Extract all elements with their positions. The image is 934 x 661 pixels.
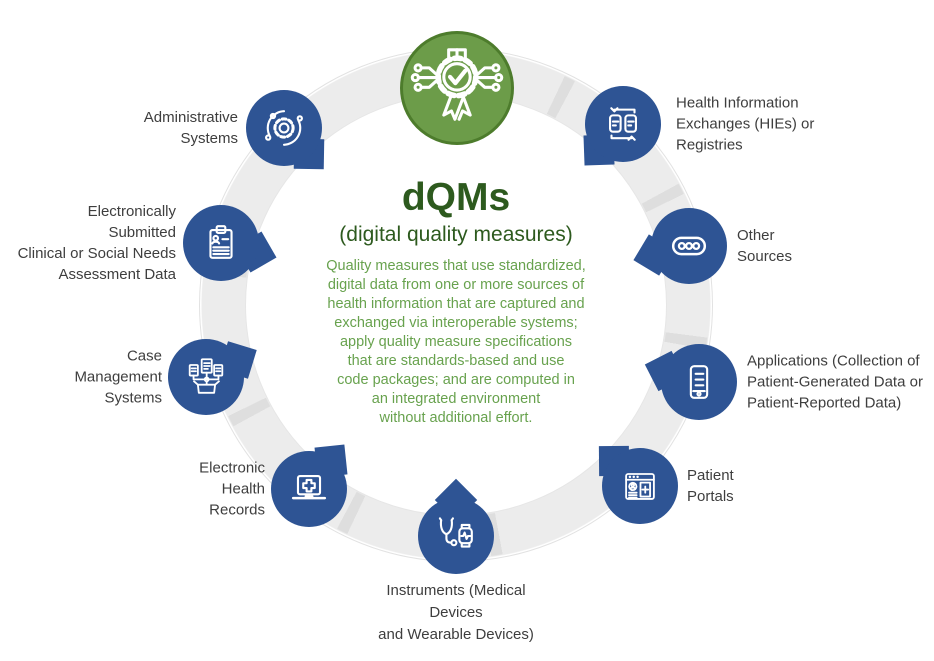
label-applications: Applications (Collection of Patient-Gene… [747,352,923,412]
label-other-sources: Other Sources [737,227,793,265]
gear-cycle-icon [265,110,303,146]
data-exchange-icon [609,107,637,141]
node-applications [661,344,737,420]
node-health-information-exchanges [585,86,661,162]
node-patient-portals [602,448,678,524]
node-other-sources [651,208,727,284]
documents-box-icon [188,358,224,394]
label-ehr: Electronic Health Records [199,459,265,519]
label-instruments: Instruments (Medical Devices and Wearabl… [378,582,534,643]
label-health-information-exchanges: Health Information Exchanges (HIEs) or R… [676,94,815,154]
stethoscope-smartwatch-icon [438,517,473,548]
center-text-block: dQMs (digital quality measures) Quality … [276,178,636,428]
node-assessment-data [183,205,259,281]
node-instruments [418,498,494,574]
laptop-medical-cross-icon [291,475,327,500]
ellipsis-pill-icon [671,236,707,256]
diagram-description: Quality measures that use standardized, … [326,258,586,426]
diagram-subtitle: (digital quality measures) [339,223,573,246]
smartphone-icon [689,365,709,399]
label-administrative-systems: Administrative Systems [143,109,238,147]
node-ehr [271,451,347,527]
label-assessment-data: Electronically Submitted Clinical or Soc… [17,203,176,283]
dqms-badge-circle [400,31,514,145]
patient-portal-window-icon [625,473,655,500]
label-patient-portals: Patient Portals [687,467,734,505]
diagram-title: dQMs [401,176,511,219]
node-case-management [168,339,244,415]
label-case-management: Case Management Systems [74,347,162,407]
node-administrative-systems [246,90,322,166]
clipboard-person-icon [209,225,233,259]
award-check-circuit-icon [410,48,504,121]
